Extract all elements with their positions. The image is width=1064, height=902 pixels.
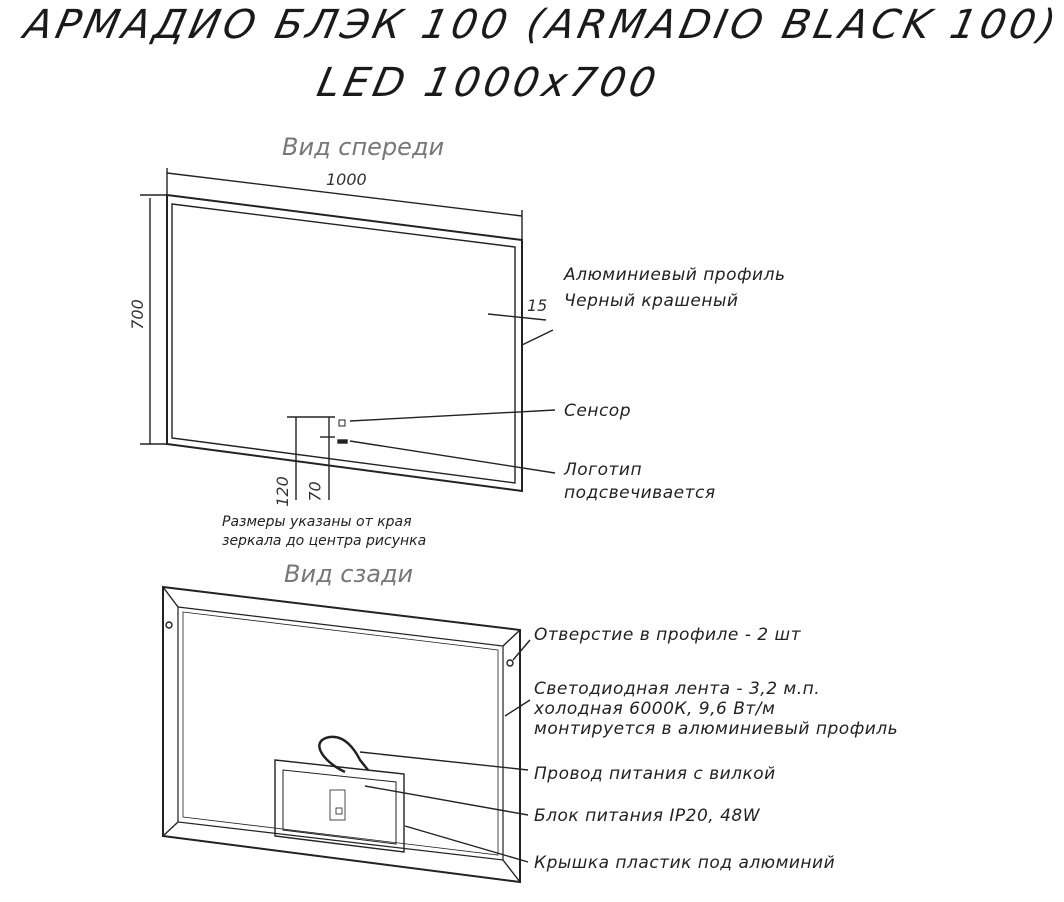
dim-profile: 15 [527,296,548,315]
hole-leader [512,639,531,661]
dim-width-line [166,172,523,217]
hole-left [165,621,173,629]
cable-note: Провод питания с вилкой [534,764,776,784]
title-line-1: АРМАДИО БЛЭК 100 (ARMADIO BLACK 100) [20,2,1064,48]
led-leader [504,699,531,717]
profile-note-1: Алюминиевый профиль [564,265,786,285]
profile-note-2: Черный крашеный [564,291,739,311]
dim-logo-70: 70 [305,481,325,502]
sensor-leader [349,409,556,422]
logo-mark [337,439,348,444]
dim-width: 1000 [326,170,367,189]
psu-leader [364,785,529,816]
logo-leader [349,440,556,474]
dims-note-1: Размеры указаны от края [222,514,412,530]
logo-label-2: подсвечивается [564,483,716,503]
cover-leader [404,825,529,863]
led-note-1: Светодиодная лента - 3,2 м.п. [534,679,821,699]
led-note-2: холодная 6000К, 9,6 Вт/м [534,699,776,719]
front-view-label: Вид спереди [282,133,445,161]
cable-leader [359,751,529,771]
sensor-label: Сенсор [564,401,631,421]
sensor-mark [338,419,346,427]
led-note-3: монтируется в алюминиевый профиль [534,719,899,739]
dim-logo-120: 120 [272,476,292,507]
dim-height: 700 [127,299,147,330]
hole-right [506,659,514,667]
hole-note: Отверстие в профиле - 2 шт [534,625,801,645]
logo-label-1: Логотип [564,460,643,480]
psu-box [282,769,397,845]
power-cable [318,735,369,774]
title-line-2: LED 1000x700 [313,60,664,106]
profile-leader [521,329,554,346]
cover-box [274,759,405,853]
back-view-label: Вид сзади [284,560,414,588]
cover-note: Крышка пластик под алюминий [534,853,836,873]
dims-note-2: зеркала до центра рисунка [222,533,427,549]
psu-note: Блок питания IP20, 48W [534,806,761,826]
front-mirror-inner [171,203,516,484]
front-mirror-frame [166,193,523,493]
